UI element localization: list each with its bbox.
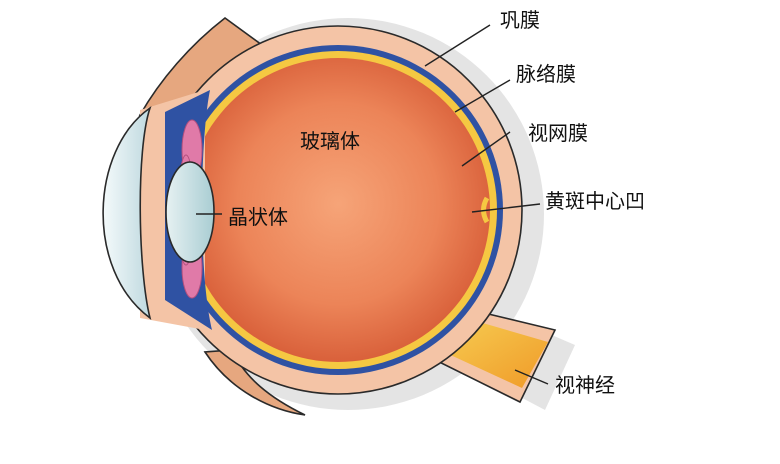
label-sclera: 巩膜 bbox=[500, 8, 540, 32]
label-fovea: 黄斑中心凹 bbox=[545, 189, 645, 213]
label-retina: 视网膜 bbox=[528, 121, 588, 145]
lower-eyelid bbox=[203, 349, 306, 416]
leader-sclera bbox=[424, 24, 491, 67]
label-optic-nerve: 视神经 bbox=[555, 373, 615, 397]
leader-fovea bbox=[471, 203, 541, 213]
leader-choroid bbox=[454, 79, 511, 113]
cornea bbox=[102, 105, 152, 320]
lens bbox=[165, 161, 215, 263]
leader-lines bbox=[196, 24, 549, 385]
label-lens: 晶状体 bbox=[228, 205, 288, 229]
vitreous-body bbox=[186, 58, 490, 362]
label-vitreous: 玻璃体 bbox=[300, 129, 360, 153]
label-choroid: 脉络膜 bbox=[516, 62, 576, 86]
leader-retina bbox=[461, 131, 511, 167]
leader-optic-nerve bbox=[514, 369, 549, 385]
